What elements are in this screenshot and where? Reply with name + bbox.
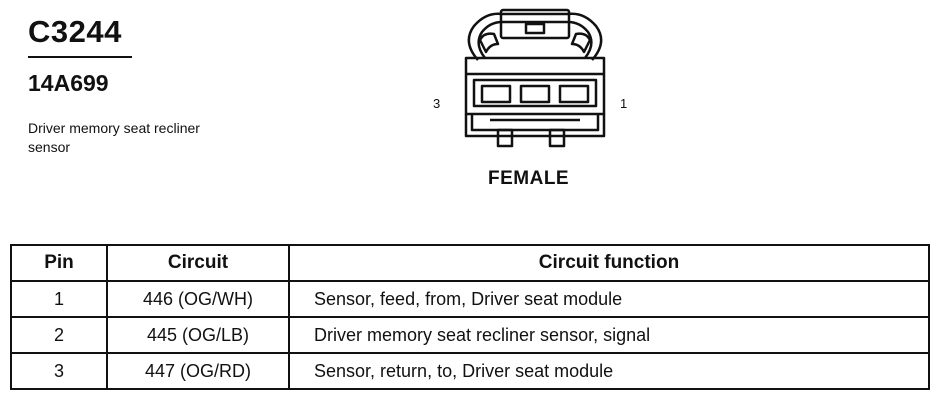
connector-face-diagram	[464, 8, 606, 148]
cell-circuit: 446 (OG/WH)	[106, 280, 290, 318]
lower-shroud	[464, 114, 606, 138]
pin-label-right: 1	[620, 96, 628, 111]
cell-function: Sensor, return, to, Driver seat module	[288, 352, 930, 390]
cell-pin: 1	[10, 280, 108, 318]
pinout-table: Pin Circuit Circuit function 1 446 (OG/W…	[10, 244, 930, 390]
top-latch	[499, 8, 571, 40]
table-row: 1 446 (OG/WH) Sensor, feed, from, Driver…	[10, 280, 930, 318]
table-row: 3 447 (OG/RD) Sensor, return, to, Driver…	[10, 352, 930, 390]
latch-window	[524, 22, 546, 35]
cell-circuit: 445 (OG/LB)	[106, 316, 290, 354]
part-number: 14A699	[28, 70, 109, 96]
connector-description: Driver memory seat recliner sensor	[28, 120, 200, 155]
table-header-row: Pin Circuit Circuit function	[10, 244, 930, 282]
cavity-1	[558, 84, 590, 104]
mating-face	[472, 78, 598, 108]
cell-pin: 2	[10, 316, 108, 354]
cell-circuit: 447 (OG/RD)	[106, 352, 290, 390]
cell-function: Sensor, feed, from, Driver seat module	[288, 280, 930, 318]
cavity-3	[480, 84, 512, 104]
header-function: Circuit function	[288, 244, 930, 282]
cavity-2	[519, 84, 551, 104]
table-row: 2 445 (OG/LB) Driver memory seat recline…	[10, 316, 930, 354]
connector-body	[464, 56, 606, 116]
left-clip	[478, 32, 500, 54]
view-label: FEMALE	[488, 168, 570, 189]
connector-id: C3244	[28, 14, 122, 49]
header-circuit: Circuit	[106, 244, 290, 282]
right-clip	[570, 32, 592, 54]
key-right	[548, 128, 566, 148]
cell-function: Driver memory seat recliner sensor, sign…	[288, 316, 930, 354]
connector-id-underline	[28, 56, 132, 58]
housing-outline	[467, 12, 603, 61]
cell-pin: 3	[10, 352, 108, 390]
key-left	[496, 128, 514, 148]
pin-label-left: 3	[433, 96, 441, 111]
header-pin: Pin	[10, 244, 108, 282]
housing-inner-outline	[477, 20, 593, 59]
